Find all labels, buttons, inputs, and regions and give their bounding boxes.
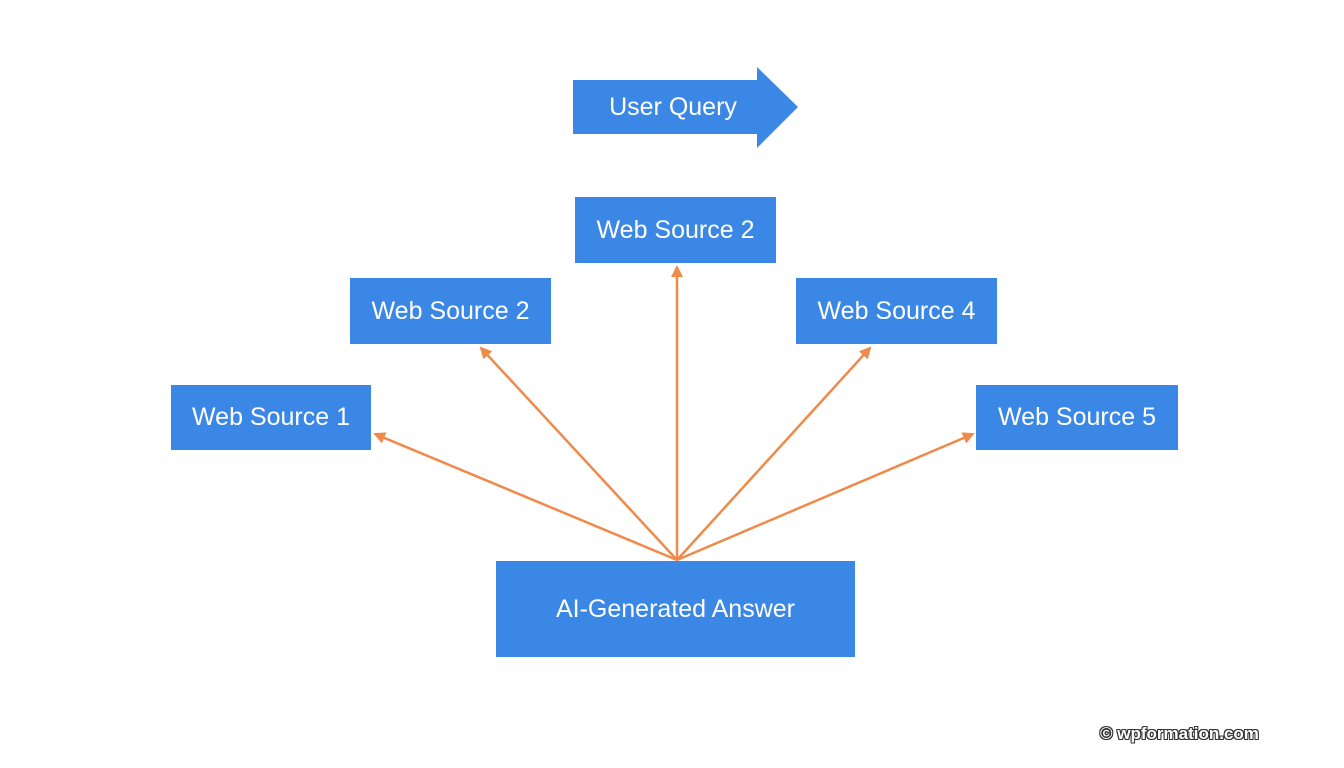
user-query-label: User Query [609, 92, 737, 121]
ai-generated-answer-box: AI-Generated Answer [496, 561, 855, 657]
web-source-1-box: Web Source 1 [171, 385, 371, 450]
web-source-2-center-label: Web Source 2 [596, 215, 755, 244]
web-source-2-left-box: Web Source 2 [350, 278, 551, 344]
web-source-5-box: Web Source 5 [976, 385, 1178, 450]
connector-to-source-4 [676, 346, 872, 561]
connector-to-source-5 [676, 432, 975, 562]
web-source-2-center-box: Web Source 2 [575, 197, 776, 263]
connector-to-source-2-left [479, 346, 678, 561]
web-source-4-box: Web Source 4 [796, 278, 997, 344]
watermark: © wpformation.com [1100, 724, 1259, 743]
web-source-5-label: Web Source 5 [998, 403, 1156, 431]
web-source-1-label: Web Source 1 [192, 403, 350, 431]
web-source-4-label: Web Source 4 [817, 296, 976, 325]
web-source-2-left-label: Web Source 2 [371, 296, 530, 325]
user-query-arrow [573, 67, 798, 148]
connector-to-source-1 [373, 432, 678, 562]
ai-generated-answer-label: AI-Generated Answer [555, 594, 795, 623]
